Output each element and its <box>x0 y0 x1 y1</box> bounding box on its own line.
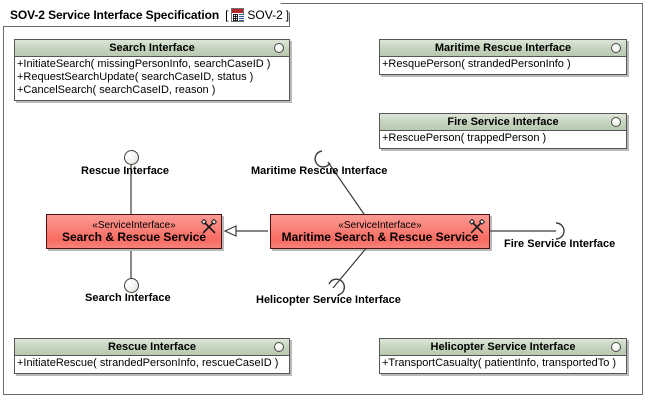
interface-operations: +TransportCasualty( patientInfo, transpo… <box>380 356 626 372</box>
provided-interface-ball-rescue[interactable] <box>124 150 139 165</box>
interface-box-maritime-rescue-interface[interactable]: Maritime Rescue Interface +ResquePerson(… <box>379 39 627 75</box>
service-stereotype: «ServiceInterface» <box>92 219 176 231</box>
diagram-title: SOV-2 Service Interface Specification <box>10 7 220 22</box>
service-name: Search & Rescue Service <box>61 229 207 244</box>
interface-header: Search Interface <box>15 40 289 57</box>
interface-box-helicopter-service-interface[interactable]: Helicopter Service Interface +TransportC… <box>379 338 627 374</box>
interface-header: Rescue Interface <box>15 339 289 356</box>
interface-box-rescue-interface[interactable]: Rescue Interface +InitiateRescue( strand… <box>14 338 290 374</box>
interface-box-search-interface[interactable]: Search Interface +InitiateSearch( missin… <box>14 39 290 101</box>
interface-operations: +RescuePerson( trappedPerson ) <box>380 131 626 147</box>
interface-operations: +InitiateRescue( strandedPersonInfo, res… <box>15 356 289 372</box>
interface-title: Rescue Interface <box>107 340 197 353</box>
operation-row: +InitiateRescue( strandedPersonInfo, res… <box>17 357 279 369</box>
operation-row: +RequestSearchUpdate( searchCaseID, stat… <box>17 71 254 83</box>
diagram-tag: [ SOV-2 ] <box>225 8 289 22</box>
service-box-maritime-search-and-rescue-service[interactable]: «ServiceInterface» Maritime Search & Res… <box>270 214 490 249</box>
interface-title: Helicopter Service Interface <box>430 340 576 353</box>
spec-document-icon <box>231 8 244 22</box>
interface-box-fire-service-interface[interactable]: Fire Service Interface +RescuePerson( tr… <box>379 113 627 149</box>
operation-row: +InitiateSearch( missingPersonInfo, sear… <box>17 58 271 70</box>
tag-open-bracket: [ <box>225 7 229 22</box>
provided-interface-circle-icon <box>274 43 284 53</box>
tools-hammer-wrench-icon <box>201 219 217 234</box>
interface-operations: +ResquePerson( strandedPersonInfo ) <box>380 57 626 73</box>
provided-interface-circle-icon <box>611 342 621 352</box>
tools-hammer-wrench-icon <box>469 219 485 234</box>
diagram-frame-border <box>3 3 643 395</box>
operation-row: +CancelSearch( searchCaseID, reason ) <box>17 84 216 96</box>
interface-header: Maritime Rescue Interface <box>380 40 626 57</box>
service-box-search-and-rescue-service[interactable]: «ServiceInterface» Search & Rescue Servi… <box>46 214 222 249</box>
label-rescue-interface: Rescue Interface <box>81 165 170 177</box>
interface-header: Fire Service Interface <box>380 114 626 131</box>
interface-operations: +InitiateSearch( missingPersonInfo, sear… <box>15 57 289 99</box>
tag-close-bracket: ] <box>285 7 290 22</box>
operation-row: +ResquePerson( strandedPersonInfo ) <box>382 58 571 70</box>
interface-title: Search Interface <box>109 41 195 54</box>
interface-title: Maritime Rescue Interface <box>434 41 572 54</box>
provided-interface-circle-icon <box>611 43 621 53</box>
interface-title: Fire Service Interface <box>447 115 559 128</box>
provided-interface-circle-icon <box>274 342 284 352</box>
diagram-frame-tab: SOV-2 Service Interface Specification [ … <box>3 3 290 27</box>
label-helicopter-service-interface: Helicopter Service Interface <box>256 294 401 306</box>
service-name: Maritime Search & Rescue Service <box>281 229 479 244</box>
operation-row: +TransportCasualty( patientInfo, transpo… <box>382 357 617 369</box>
label-maritime-rescue-interface: Maritime Rescue Interface <box>251 165 388 177</box>
provided-interface-circle-icon <box>611 117 621 127</box>
interface-header: Helicopter Service Interface <box>380 339 626 356</box>
label-search-interface: Search Interface <box>85 292 171 304</box>
label-fire-service-interface: Fire Service Interface <box>504 238 616 250</box>
provided-interface-ball-search[interactable] <box>124 278 139 293</box>
tag-label: SOV-2 <box>247 7 283 22</box>
service-stereotype: «ServiceInterface» <box>338 219 422 231</box>
operation-row: +RescuePerson( trappedPerson ) <box>382 132 547 144</box>
